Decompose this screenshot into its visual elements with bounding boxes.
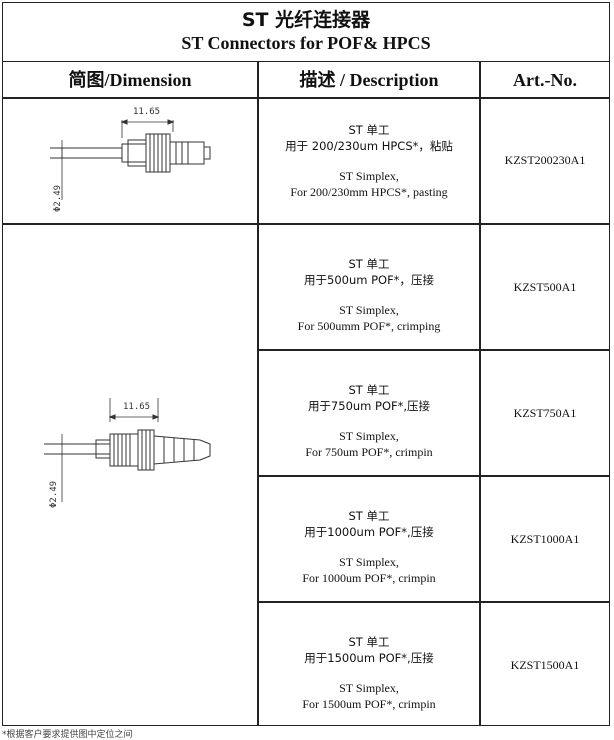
art-no-cell: KZST200230A1 bbox=[504, 153, 586, 167]
desc-en-line-1: ST Simplex, bbox=[339, 169, 399, 183]
desc-cn-line-2: 用于500um POF*，压接 bbox=[304, 273, 434, 287]
length-dimension-label: 11.65 bbox=[133, 107, 160, 117]
title-en: ST Connectors for POF& HPCS bbox=[181, 33, 431, 53]
desc-en-line-2: For 500umm POF*, crimping bbox=[297, 319, 441, 333]
art-no-cell: KZST750A1 bbox=[513, 406, 577, 420]
description-cell: ST 单工 用于1000um POF*,压接 ST Simplex, For 1… bbox=[258, 508, 480, 586]
desc-en-line-2: For 200/230mm HPCS*, pasting bbox=[290, 185, 448, 199]
grid-line bbox=[257, 62, 259, 726]
art-no-cell: KZST1000A1 bbox=[510, 532, 580, 546]
grid-line bbox=[258, 349, 610, 351]
desc-en-line-1: ST Simplex, bbox=[339, 555, 399, 569]
desc-cn-line-1: ST 单工 bbox=[348, 383, 390, 397]
desc-en-line-1: ST Simplex, bbox=[339, 429, 399, 443]
description-cell: ST 单工 用于 200/230um HPCS*，粘贴 ST Simplex, … bbox=[258, 122, 480, 200]
table-title: ST 光纤连接器 ST Connectors for POF& HPCS bbox=[2, 2, 610, 62]
art-no-cell: KZST1500A1 bbox=[510, 658, 580, 672]
description-cell: ST 单工 用于1500um POF*,压接 ST Simplex, For 1… bbox=[258, 634, 480, 712]
desc-cn-line-1: ST 单工 bbox=[348, 257, 390, 271]
connector-drawing-hpcs: 11.65 Φ2.49 bbox=[50, 107, 211, 212]
grid-line bbox=[258, 601, 610, 603]
length-dimension-label: 11.65 bbox=[123, 402, 150, 412]
grid-line bbox=[2, 223, 610, 225]
desc-cn-line-2: 用于1000um POF*,压接 bbox=[304, 525, 434, 539]
table-frame bbox=[2, 2, 610, 726]
desc-en-line-1: ST Simplex, bbox=[339, 681, 399, 695]
description-cell: ST 单工 用于500um POF*，压接 ST Simplex, For 50… bbox=[258, 256, 480, 334]
desc-cn-line-2: 用于 200/230um HPCS*，粘贴 bbox=[285, 139, 453, 153]
desc-en-line-2: For 1500um POF*, crimpin bbox=[302, 697, 436, 711]
desc-cn-line-1: ST 单工 bbox=[348, 509, 390, 523]
header-dimension: 简图/Dimension bbox=[68, 70, 192, 90]
art-no-cell: KZST500A1 bbox=[513, 280, 577, 294]
desc-en-line-2: For 1000um POF*, crimpin bbox=[302, 571, 436, 585]
desc-cn-line-2: 用于1500um POF*,压接 bbox=[304, 651, 434, 665]
desc-cn-line-2: 用于750um POF*,压接 bbox=[307, 399, 431, 413]
header-art-no: Art.-No. bbox=[513, 70, 577, 90]
diameter-dimension-label: Φ2.49 bbox=[53, 185, 63, 212]
title-cn: ST 光纤连接器 bbox=[241, 9, 371, 31]
desc-en-line-1: ST Simplex, bbox=[339, 303, 399, 317]
connector-drawing-pof: 11.65 Φ2.49 bbox=[44, 398, 211, 508]
header-description: 描述 / Description bbox=[299, 70, 439, 90]
desc-en-line-2: For 750um POF*, crimpin bbox=[305, 445, 433, 459]
desc-cn-line-1: ST 单工 bbox=[348, 123, 390, 137]
desc-cn-line-1: ST 单工 bbox=[348, 635, 390, 649]
diameter-dimension-label: Φ2.49 bbox=[49, 481, 59, 508]
grid-line bbox=[258, 475, 610, 477]
description-cell: ST 单工 用于750um POF*,压接 ST Simplex, For 75… bbox=[258, 382, 480, 460]
grid-line bbox=[479, 62, 481, 726]
grid-line bbox=[2, 97, 610, 99]
